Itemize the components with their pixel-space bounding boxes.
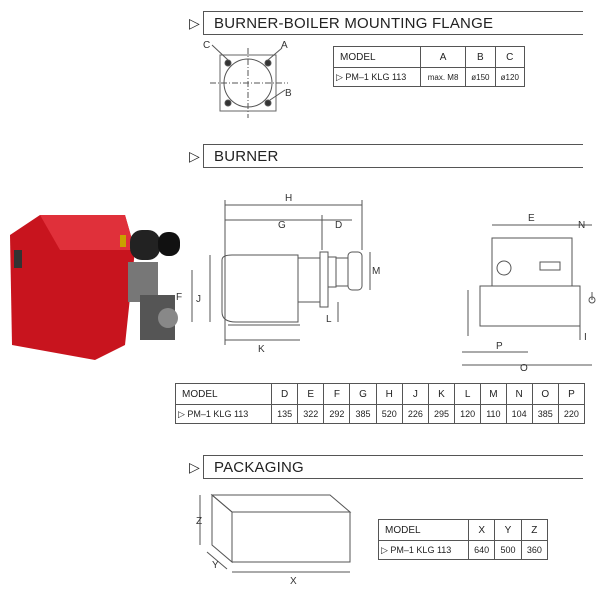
table-cell: 110 — [480, 404, 507, 424]
label-f: F — [176, 292, 182, 303]
triangle-marker-icon: ▷ — [189, 148, 200, 164]
section-title: BURNER — [203, 144, 583, 168]
label-z: Z — [196, 516, 202, 527]
column-header: J — [401, 383, 429, 405]
table-cell: 120 — [454, 404, 482, 424]
label-p: P — [496, 341, 503, 352]
label-i: I — [584, 332, 587, 343]
table-cell: 520 — [375, 404, 403, 424]
column-header: E — [297, 383, 325, 405]
label-j: J — [196, 294, 201, 305]
column-header: D — [270, 383, 299, 405]
section-header-flange: ▷ BURNER-BOILER MOUNTING FLANGE — [188, 11, 583, 35]
table-cell: 226 — [401, 404, 429, 424]
table-cell: 220 — [557, 404, 586, 424]
section-header-packaging: ▷ PACKAGING — [188, 455, 583, 479]
label-x: X — [290, 576, 297, 587]
label-d: D — [335, 220, 342, 231]
table-cell: 385 — [531, 404, 559, 424]
column-header: K — [427, 383, 456, 405]
label-k: K — [258, 344, 265, 355]
label-g: G — [278, 220, 286, 231]
column-header: F — [323, 383, 351, 405]
label-a: A — [281, 40, 288, 51]
column-header: N — [505, 383, 533, 405]
triangle-marker-icon: ▷ — [189, 15, 200, 31]
label-l: L — [326, 314, 332, 325]
table-cell: 104 — [505, 404, 533, 424]
triangle-marker-icon: ▷ — [189, 459, 200, 475]
packaging-box-diagram: Z Y X — [196, 493, 352, 587]
column-header: O — [531, 383, 559, 405]
section-title: PACKAGING — [203, 455, 583, 479]
label-b: B — [285, 88, 292, 99]
column-header: P — [557, 383, 586, 405]
column-header: G — [349, 383, 377, 405]
label-o: O — [520, 363, 528, 374]
burner-photo — [10, 215, 180, 360]
column-header: H — [375, 383, 403, 405]
label-y: Y — [212, 560, 219, 571]
table-cell: 295 — [427, 404, 456, 424]
section-title: BURNER-BOILER MOUNTING FLANGE — [203, 11, 583, 35]
section-header-burner: ▷ BURNER — [188, 144, 583, 168]
label-e: E — [528, 213, 535, 224]
flange-diagram: C A B — [203, 40, 292, 118]
table-cell: 385 — [349, 404, 377, 424]
table-cell: 135 — [270, 404, 299, 424]
column-header: M — [480, 383, 507, 405]
label-h: H — [285, 193, 292, 204]
column-header: L — [454, 383, 482, 405]
label-m: M — [372, 266, 380, 277]
table-cell: 322 — [297, 404, 325, 424]
burner-side-diagram: H G D M F J L K — [176, 193, 380, 355]
table-cell: 292 — [323, 404, 351, 424]
burner-front-diagram: E N P O I — [462, 213, 596, 374]
label-n: N — [578, 220, 585, 231]
label-c: C — [203, 40, 210, 51]
